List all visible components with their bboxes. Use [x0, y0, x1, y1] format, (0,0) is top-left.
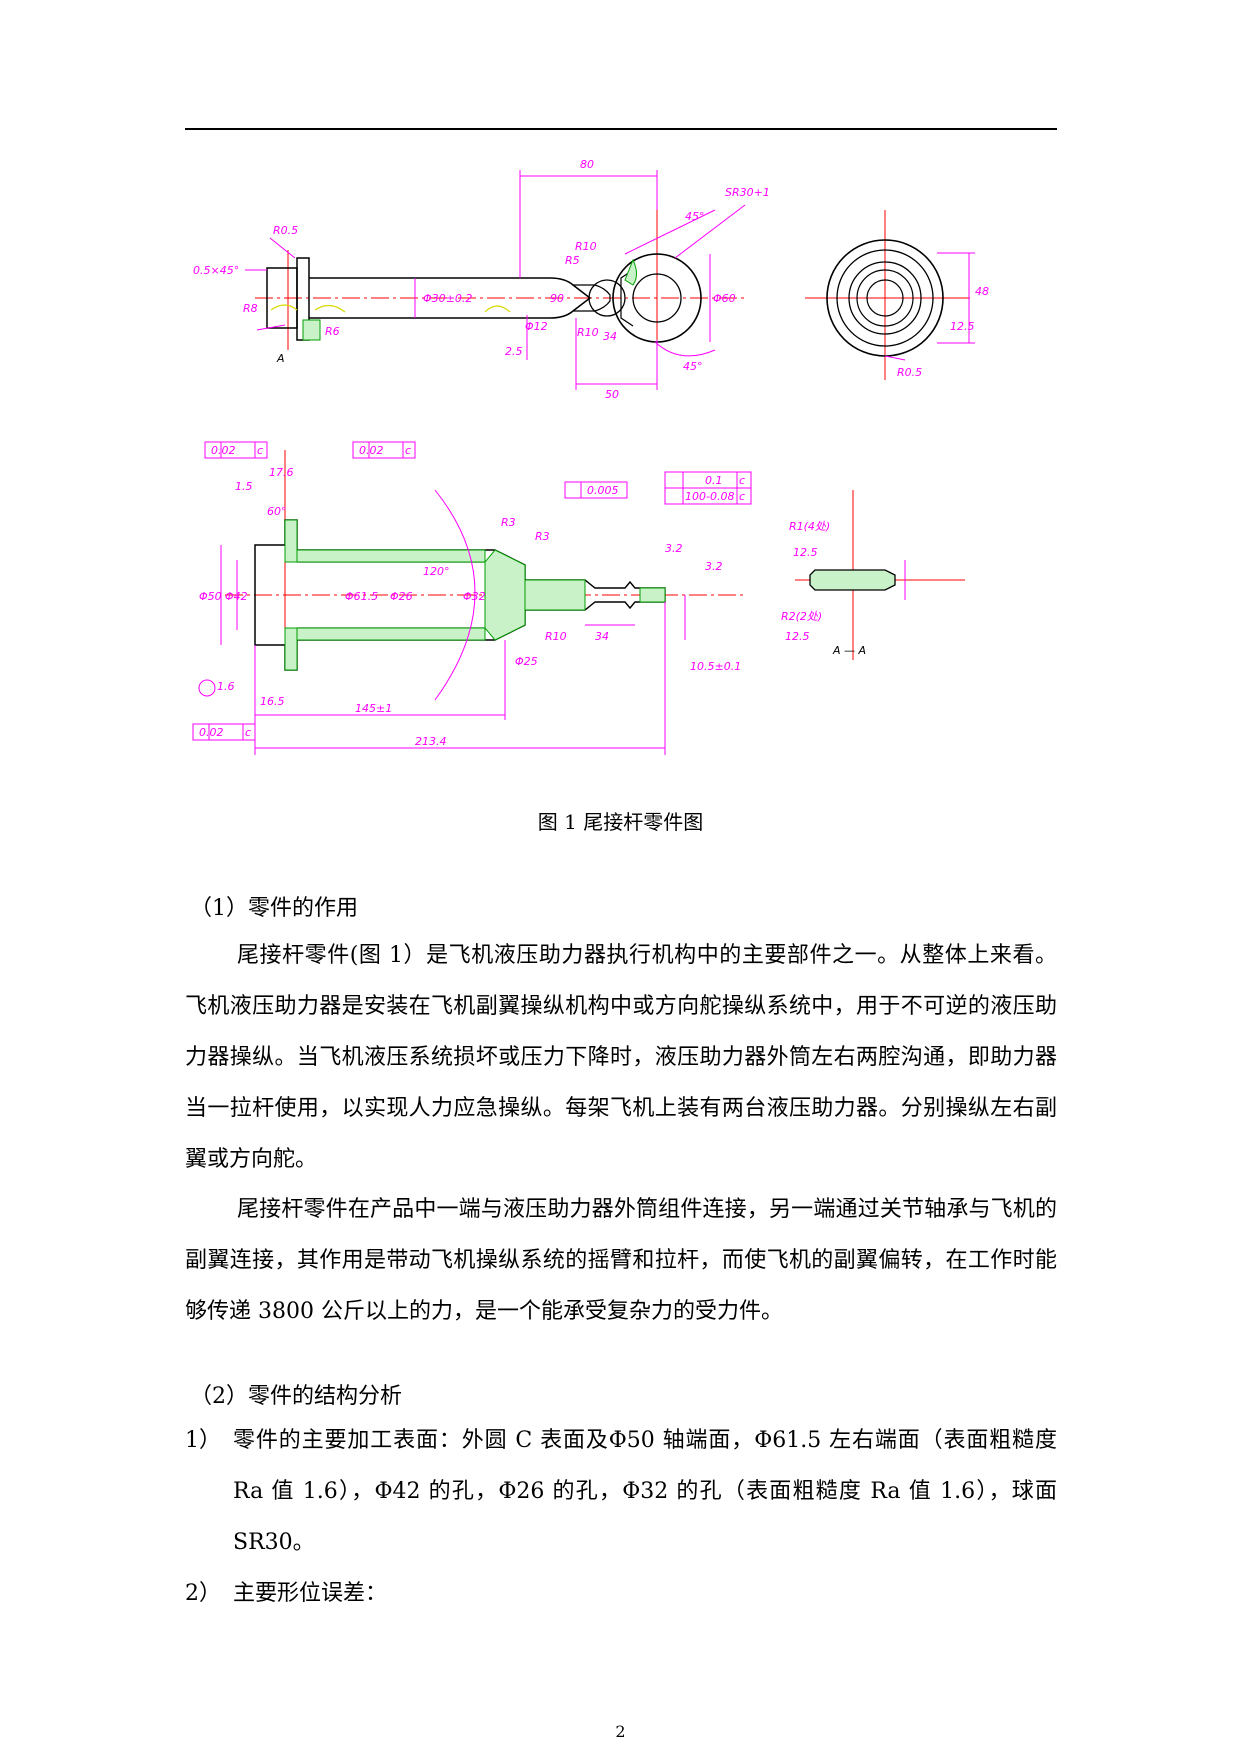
list-item-text: 零件的主要加工表面：外圆 C 表面及Φ50 轴端面，Φ61.5 左右端面（表面粗… — [233, 1428, 1057, 1555]
svg-text:0.1: 0.1 — [705, 474, 723, 487]
gdt-frame-2 — [352, 441, 416, 459]
side-view: R0.5 48 12.5 — [805, 210, 989, 380]
svg-text:Φ30±0.2: Φ30±0.2 — [423, 292, 472, 305]
svg-text:c: c — [739, 490, 745, 503]
gdt-frame-3 — [564, 481, 628, 499]
header-rule — [185, 128, 1057, 130]
svg-text:R3: R3 — [501, 516, 516, 529]
svg-text:c: c — [405, 444, 411, 457]
svg-text:R0.5: R0.5 — [273, 224, 298, 237]
svg-text:0.02: 0.02 — [199, 726, 224, 739]
svg-text:10.5±0.1: 10.5±0.1 — [690, 660, 741, 673]
svg-text:3.2: 3.2 — [705, 560, 723, 573]
svg-text:Φ25: Φ25 — [515, 655, 538, 668]
gdt-frame-1 — [204, 441, 268, 459]
svg-text:A — A: A — A — [832, 644, 866, 657]
svg-text:Φ26: Φ26 — [390, 590, 413, 603]
svg-text:Φ60: Φ60 — [713, 292, 736, 305]
detail-view-a-a: R1(4处) 12.5 R2(2处) 12.5 A — A — [781, 490, 965, 660]
svg-text:SR30+1: SR30+1 — [725, 186, 770, 199]
list-item: 2） 主要形位误差： — [185, 1568, 1057, 1619]
section1-paragraph-1: 尾接杆零件(图 1）是飞机液压助力器执行机构中的主要部件之一。从整体上来看。飞机… — [185, 943, 1057, 1172]
svg-text:R6: R6 — [325, 325, 340, 338]
svg-text:R2(2处): R2(2处) — [781, 610, 822, 623]
svg-text:12.5: 12.5 — [793, 546, 818, 559]
svg-text:Φ42: Φ42 — [225, 590, 248, 603]
svg-text:34: 34 — [603, 330, 617, 343]
svg-text:R8: R8 — [243, 302, 258, 315]
list-item-number: 2） — [185, 1581, 221, 1606]
svg-text:34: 34 — [595, 630, 609, 643]
svg-text:R0.5: R0.5 — [897, 366, 922, 379]
svg-text:c: c — [739, 474, 745, 487]
svg-text:R1(4处): R1(4处) — [789, 520, 830, 533]
svg-text:17.6: 17.6 — [269, 466, 294, 479]
svg-text:Φ61.5: Φ61.5 — [345, 590, 378, 603]
svg-text:0.005: 0.005 — [587, 484, 619, 497]
gdt-frame-4 — [664, 471, 752, 505]
svg-text:R10: R10 — [545, 630, 567, 643]
svg-text:0.02: 0.02 — [359, 444, 384, 457]
top-view: 80 SR30+1 45° R0.5 0.5×45° R8 R6 A R10 R… — [193, 158, 770, 401]
svg-text:45°: 45° — [683, 360, 703, 373]
svg-text:c: c — [257, 444, 263, 457]
svg-text:0.02: 0.02 — [211, 444, 236, 457]
section-view: 0.02 c 17.6 0.02 c 60° 1.5 Φ50 Φ42 Φ61.5… — [192, 441, 752, 755]
svg-text:R10: R10 — [575, 240, 597, 253]
svg-text:12.5: 12.5 — [950, 320, 975, 333]
svg-text:1.5: 1.5 — [235, 480, 253, 493]
figure-caption: 图 1 尾接杆零件图 — [537, 810, 704, 834]
svg-text:12.5: 12.5 — [785, 630, 810, 643]
svg-text:R10: R10 — [577, 326, 599, 339]
list-item-number: 1） — [185, 1428, 221, 1453]
svg-text:48: 48 — [975, 285, 989, 298]
svg-text:Φ50: Φ50 — [199, 590, 222, 603]
svg-text:A: A — [276, 352, 285, 365]
svg-text:120°: 120° — [423, 565, 450, 578]
svg-text:60°: 60° — [267, 505, 287, 518]
svg-text:R5: R5 — [565, 254, 580, 267]
engineering-drawing: 80 SR30+1 45° R0.5 0.5×45° R8 R6 A R10 R… — [192, 158, 989, 755]
part-drawing-figure: 80 SR30+1 45° R0.5 0.5×45° R8 R6 A R10 R… — [185, 150, 1057, 790]
svg-text:2.5: 2.5 — [505, 345, 523, 358]
svg-text:45°: 45° — [685, 210, 705, 223]
svg-text:R3: R3 — [535, 530, 550, 543]
svg-text:Φ12: Φ12 — [525, 320, 548, 333]
svg-text:0.5×45°: 0.5×45° — [193, 264, 239, 277]
svg-text:90: 90 — [550, 292, 564, 305]
svg-text:16.5: 16.5 — [260, 695, 285, 708]
svg-text:145±1: 145±1 — [355, 702, 392, 715]
svg-text:100-0.08: 100-0.08 — [685, 490, 734, 503]
svg-text:50: 50 — [605, 388, 619, 401]
list-item: 1） 零件的主要加工表面：外圆 C 表面及Φ50 轴端面，Φ61.5 左右端面（… — [185, 1415, 1057, 1568]
section1-paragraph-2: 尾接杆零件在产品中一端与液压助力器外筒组件连接，另一端通过关节轴承与飞机的副翼连… — [185, 1197, 1057, 1324]
svg-text:1.6: 1.6 — [217, 680, 235, 693]
svg-text:Φ32: Φ32 — [463, 590, 486, 603]
svg-text:80: 80 — [580, 158, 594, 171]
svg-text:c: c — [245, 726, 251, 739]
section1-heading: （1）零件的作用 — [190, 896, 358, 921]
list-item-text: 主要形位误差： — [233, 1581, 388, 1606]
page-number: 2 — [615, 1722, 626, 1741]
section2-heading: （2）零件的结构分析 — [190, 1384, 402, 1409]
svg-text:3.2: 3.2 — [665, 542, 683, 555]
svg-text:213.4: 213.4 — [415, 735, 447, 748]
